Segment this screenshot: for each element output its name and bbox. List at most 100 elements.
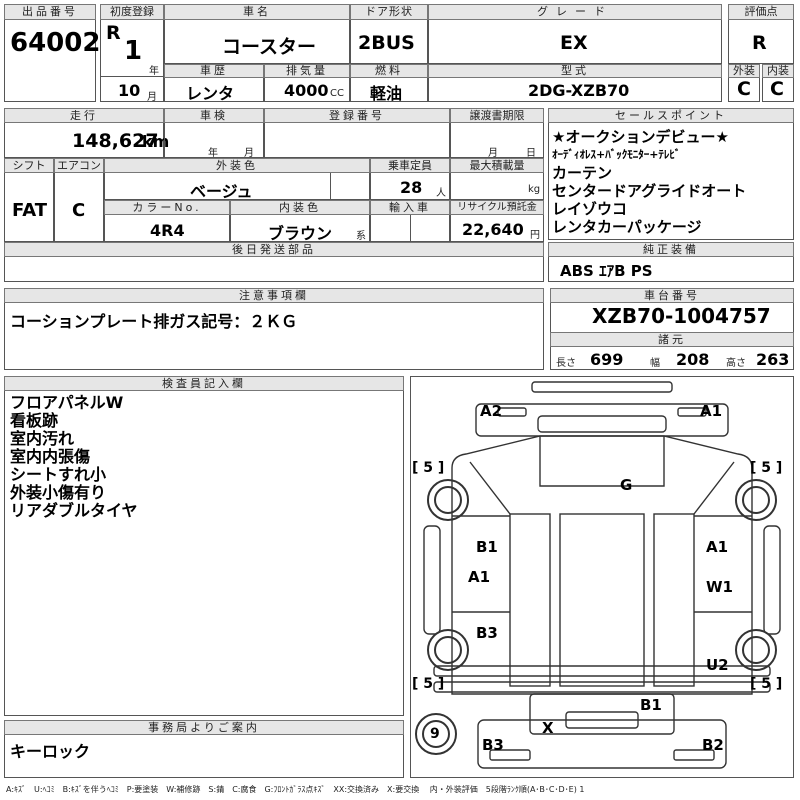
year-unit: 年 xyxy=(149,66,159,77)
diagram-box xyxy=(410,376,794,778)
vehicle-diagram: A2 A1 G B1 A1 A1 W1 B3 U2 B1 X B3 B2 [ 5… xyxy=(412,381,782,769)
damage-mark: G xyxy=(620,476,632,494)
damage-mark: A2 xyxy=(480,402,502,420)
int-color-label: 内装色 xyxy=(230,200,370,215)
damage-mark: B2 xyxy=(702,736,724,754)
damage-mark: A1 xyxy=(468,568,490,586)
damage-mark: B3 xyxy=(482,736,504,754)
fuel: 軽油 xyxy=(370,84,403,103)
capacity-unit: 人 xyxy=(436,188,446,199)
transfer-day: 日 xyxy=(526,148,536,159)
damage-mark: X xyxy=(542,719,554,737)
history: レンタ xyxy=(186,84,235,103)
equipment: ABS ｴｱB PS xyxy=(560,262,653,280)
car-name-label: 車名 xyxy=(164,4,350,20)
notes: コーションプレート排ガス記号：２ＫＧ xyxy=(10,312,298,331)
capacity-label: 乗車定員 xyxy=(370,158,450,173)
era: R xyxy=(106,22,121,44)
score-label: 評価点 xyxy=(728,4,794,20)
fuel-label: 燃料 xyxy=(350,64,428,78)
int-label: 内装 xyxy=(762,64,794,78)
grade: EX xyxy=(560,32,588,54)
chassis-number: XZB70-1004757 xyxy=(592,304,771,328)
sales-label: セールスポイント xyxy=(548,108,794,123)
shift-label: シフト xyxy=(4,158,54,173)
ext-label: 外装 xyxy=(728,64,760,78)
length-label: 長さ xyxy=(556,358,576,369)
equip-label: 純正装備 xyxy=(548,242,794,257)
inspector-line: 看板跡 xyxy=(10,411,59,430)
sales-line: ｵｰﾃﾞｨｵﾚｽ+ﾊﾞｯｸﾓﾆﾀｰ+ﾃﾚﾋﾞ xyxy=(552,148,681,161)
divider xyxy=(330,173,331,200)
bus-outline xyxy=(423,381,781,769)
exterior-color: ベージュ xyxy=(190,182,253,201)
length: 699 xyxy=(590,350,624,369)
tire-tread: 9 xyxy=(430,726,440,742)
height: 263 xyxy=(756,350,790,369)
reg-no-label: 登録番号 xyxy=(264,108,450,123)
sales-line: カーテン xyxy=(552,164,613,182)
inspection-label: 車検 xyxy=(164,108,264,123)
inspector-line: 室内汚れ xyxy=(10,429,75,448)
ext-rating: C xyxy=(737,78,751,100)
width-label: 幅 xyxy=(650,358,660,369)
mileage: 148,627 xyxy=(72,130,159,152)
shift: FAT xyxy=(12,200,48,221)
later-parts-label: 後日発送部品 xyxy=(4,242,544,257)
tire-tread: [ 5 ] xyxy=(750,460,782,476)
mileage-label: 走行 xyxy=(4,108,164,123)
divider xyxy=(410,215,411,242)
legend: A:ｷｽﾞ U:ﾍｺﾐ B:ｷｽﾞを伴うﾍｺﾐ P:要塗装 W:補修跡 S:錆 … xyxy=(6,785,585,794)
first-reg-label: 初度登録 xyxy=(100,4,164,20)
recycle-fee: 22,640 xyxy=(462,220,524,239)
damage-mark: B1 xyxy=(476,538,498,556)
color-no: 4R4 xyxy=(150,221,185,240)
tire-tread: [ 5 ] xyxy=(750,676,782,692)
lot-label: 出品番号 xyxy=(4,4,96,20)
inspector-label: 検査員記入欄 xyxy=(4,376,404,391)
reg-year: 1 xyxy=(124,36,143,66)
chassis-label: 車台番号 xyxy=(550,288,794,303)
inspector-line: シートすれ小 xyxy=(10,465,107,484)
cc-unit: CC xyxy=(330,88,344,99)
cc-label: 排気量 xyxy=(264,64,350,78)
insp-month: 月 xyxy=(244,148,254,159)
transfer-label: 譲渡書期限 xyxy=(450,108,544,123)
inspector-box xyxy=(4,376,404,716)
model-code: 2DG-XZB70 xyxy=(528,81,630,100)
office-note: キーロック xyxy=(10,742,91,761)
int-rating: C xyxy=(770,78,784,100)
inspector-line: フロアパネルW xyxy=(10,393,124,412)
width: 208 xyxy=(676,350,710,369)
mileage-unit: km xyxy=(142,132,170,151)
inspector-line: 外装小傷有り xyxy=(10,483,107,502)
office-label: 事務局よりご案内 xyxy=(4,720,404,735)
damage-mark: U2 xyxy=(706,656,729,674)
door-label: ドア形状 xyxy=(350,4,428,20)
ac: C xyxy=(72,200,86,221)
inspector-line: リアダブルタイヤ xyxy=(10,501,138,520)
load-unit: kg xyxy=(528,184,541,195)
tire-tread: [ 5 ] xyxy=(412,460,444,476)
color-label: 外装色 xyxy=(104,158,370,173)
sales-line: レイゾウコ xyxy=(552,200,628,218)
sales-line: センタードアグライドオート xyxy=(552,182,747,200)
sales-line: レンタカーパッケージ xyxy=(552,218,702,236)
tire-tread: [ 5 ] xyxy=(412,676,444,692)
car-name: コースター xyxy=(222,36,317,58)
interior-color: ブラウン xyxy=(268,224,333,243)
int-color-unit: 系 xyxy=(356,231,366,242)
load-label: 最大積載量 xyxy=(450,158,544,173)
history-label: 車歴 xyxy=(164,64,264,78)
reg-month: 10 xyxy=(118,81,141,100)
lot-number: 64002 xyxy=(10,28,101,58)
recycle-unit: 円 xyxy=(530,230,540,241)
damage-mark: B1 xyxy=(640,696,662,714)
month-unit: 月 xyxy=(147,92,157,103)
insp-year: 年 xyxy=(208,148,218,159)
ac-label: エアコン xyxy=(54,158,104,173)
damage-mark: W1 xyxy=(706,578,733,596)
height-label: 高さ xyxy=(726,358,746,369)
capacity: 28 xyxy=(400,178,423,197)
tire-group xyxy=(415,479,777,755)
